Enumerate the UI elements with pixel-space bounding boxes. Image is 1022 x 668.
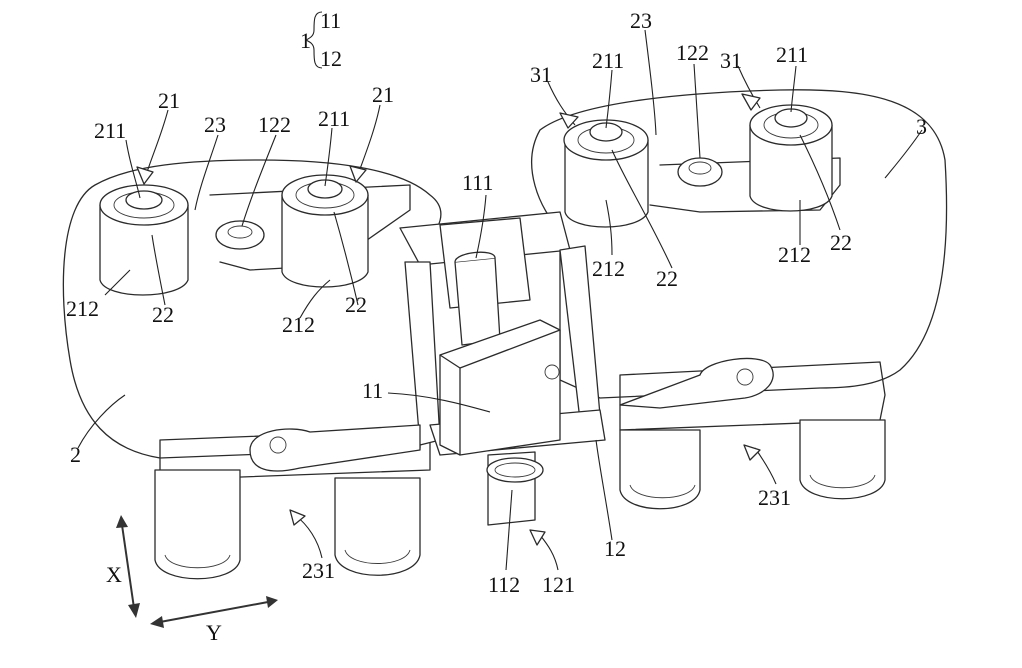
label-211-left-a: 211 [94,118,126,143]
right-solenoids [563,104,833,228]
label-23-right: 23 [630,8,652,33]
axis-label-x: X [106,562,122,587]
leader-lines [77,29,923,571]
part-legend: 1 11 12 [300,8,342,71]
label-212-left-b: 212 [282,312,315,337]
label-31-right: 31 [720,48,742,73]
bottom-cylinders [154,419,886,580]
label-231-left: 231 [302,558,335,583]
label-12: 12 [604,536,626,561]
label-122-right: 122 [676,40,709,65]
axis-indicator: X Y [106,515,278,645]
label-31-left: 31 [530,62,552,87]
y-axis-arrowhead-right [266,596,278,608]
label-2: 2 [70,442,81,467]
label-212-left-a: 212 [66,296,99,321]
label-21-right: 21 [372,82,394,107]
legend-sub-b: 12 [320,46,342,71]
label-3: 3 [916,114,927,139]
label-22-right-a: 22 [656,266,678,291]
label-211-left-b: 211 [318,106,350,131]
left-solenoids [99,174,369,296]
x-axis-arrowhead-down [128,603,140,618]
label-22-left-a: 22 [152,302,174,327]
label-112: 112 [488,572,520,597]
label-212-right-a: 212 [592,256,625,281]
label-212-right-b: 212 [778,242,811,267]
label-231-right: 231 [758,485,791,510]
reference-labels: 21 211 23 122 211 21 212 22 212 22 2 111… [66,8,927,597]
legend-sub-a: 11 [320,8,341,33]
lugs [249,357,774,472]
label-23-left: 23 [204,112,226,137]
y-axis-arrowhead-left [150,616,164,628]
label-111: 111 [462,170,493,195]
label-122-left: 122 [258,112,291,137]
arrow-markers [136,93,761,546]
label-211-right-b: 211 [776,42,808,67]
label-11: 11 [362,378,383,403]
legend-main: 1 [300,28,311,53]
label-121: 121 [542,572,575,597]
label-22-right-b: 22 [830,230,852,255]
label-22-left-b: 22 [345,292,367,317]
label-21-left: 21 [158,88,180,113]
x-axis-arrowhead-up [116,515,128,528]
center-block [439,251,561,526]
label-211-right-a: 211 [592,48,624,73]
axis-label-y: Y [206,620,222,645]
